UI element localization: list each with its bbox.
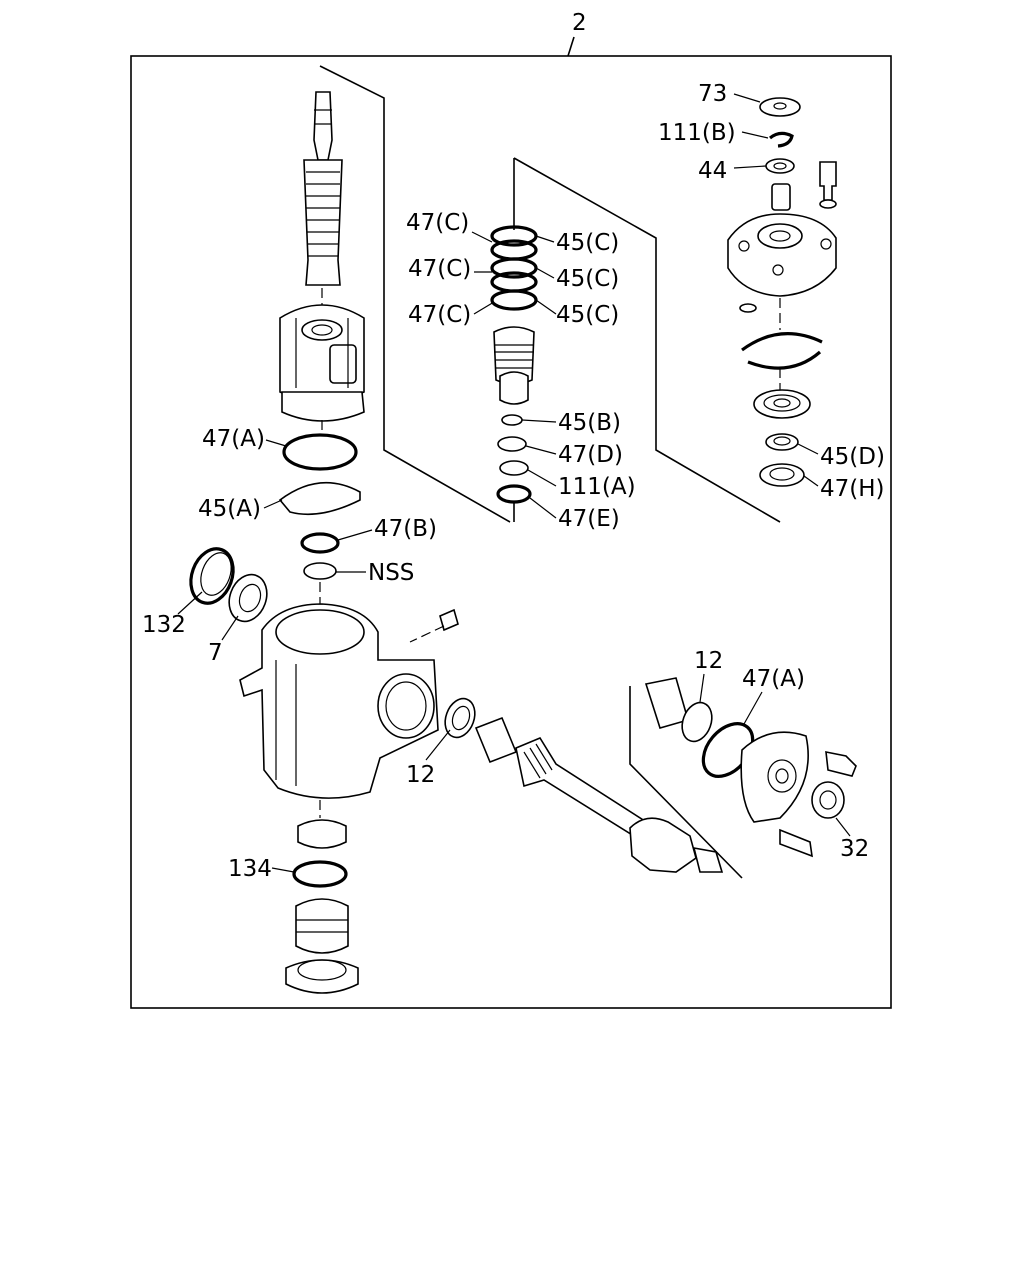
leader-45c-3	[535, 299, 557, 315]
label-44: 44	[698, 158, 727, 184]
leader-111b	[741, 131, 769, 139]
label-12-right: 12	[694, 648, 723, 674]
snap-ring-111b	[769, 131, 794, 148]
leader-47c-1	[471, 231, 493, 243]
leader-47h	[803, 475, 819, 487]
leader-12-left	[425, 729, 451, 761]
worm-shaft-group	[278, 91, 365, 634]
label-7: 7	[208, 640, 223, 666]
ring-47b	[300, 532, 340, 554]
label-45d: 45(D)	[820, 444, 885, 470]
leader-44	[733, 165, 767, 169]
washer-73	[759, 97, 801, 117]
label-nss: NSS	[368, 560, 414, 586]
seal-45d	[765, 433, 799, 451]
pump-cover-group	[727, 97, 837, 487]
label-47e: 47(E)	[558, 506, 620, 532]
projection-line-center	[513, 157, 781, 523]
leader-47d	[525, 445, 557, 455]
leader-32	[835, 817, 851, 837]
label-73: 73	[698, 81, 727, 107]
bearing-12-right	[681, 701, 713, 743]
label-47c-2: 47(C)	[408, 256, 471, 282]
label-47d: 47(D)	[558, 442, 623, 468]
leader-111a	[527, 469, 557, 487]
nut-32	[811, 781, 845, 819]
gear-housing-group	[189, 547, 518, 994]
leader-132	[177, 591, 203, 615]
leader-45c-2	[535, 267, 555, 279]
leader-45c-1	[535, 235, 555, 243]
leader-47e	[529, 497, 557, 519]
label-45b: 45(B)	[558, 410, 621, 436]
seal-132	[189, 547, 235, 605]
valve-rings-group	[490, 225, 538, 504]
label-45c-1: 45(C)	[556, 230, 619, 256]
leader-73	[733, 93, 761, 103]
label-12-left: 12	[406, 762, 435, 788]
label-45c-3: 45(C)	[556, 302, 619, 328]
label-134: 134	[228, 856, 272, 882]
leader-134	[271, 867, 295, 873]
label-47c-3: 47(C)	[408, 302, 471, 328]
label-32: 32	[840, 836, 869, 862]
sector-shaft-group	[515, 677, 857, 879]
leader-47a-left	[265, 439, 287, 447]
label-47b: 47(B)	[374, 516, 437, 542]
ring-nss	[303, 562, 337, 580]
leader-45b	[521, 419, 557, 423]
assembly-number: 2	[572, 10, 587, 36]
label-45c-2: 45(C)	[556, 266, 619, 292]
label-47a-left: 47(A)	[202, 426, 265, 452]
leader-47a-right	[743, 691, 763, 725]
assembly-leader	[567, 36, 575, 57]
label-45a: 45(A)	[198, 496, 261, 522]
label-47c-1: 47(C)	[406, 210, 469, 236]
ring-47a-left	[282, 433, 358, 471]
ring-134	[292, 860, 348, 888]
leader-47c-3	[473, 301, 495, 315]
bearing-44	[765, 158, 795, 174]
leader-45a	[263, 499, 283, 509]
label-47h: 47(H)	[820, 476, 885, 502]
seal-45a	[278, 481, 361, 516]
leader-7	[221, 615, 239, 641]
label-132: 132	[142, 612, 186, 638]
seal-47h	[759, 463, 805, 487]
assembly-frame	[130, 55, 892, 1009]
label-111b: 111(B)	[658, 120, 736, 146]
leader-12-right	[699, 673, 705, 703]
label-111a: 111(A)	[558, 474, 636, 500]
leader-47b	[337, 529, 373, 541]
projection-line-left	[319, 65, 511, 523]
seal-7	[228, 573, 268, 623]
label-47a-right: 47(A)	[742, 666, 805, 692]
leader-45d	[797, 443, 819, 455]
